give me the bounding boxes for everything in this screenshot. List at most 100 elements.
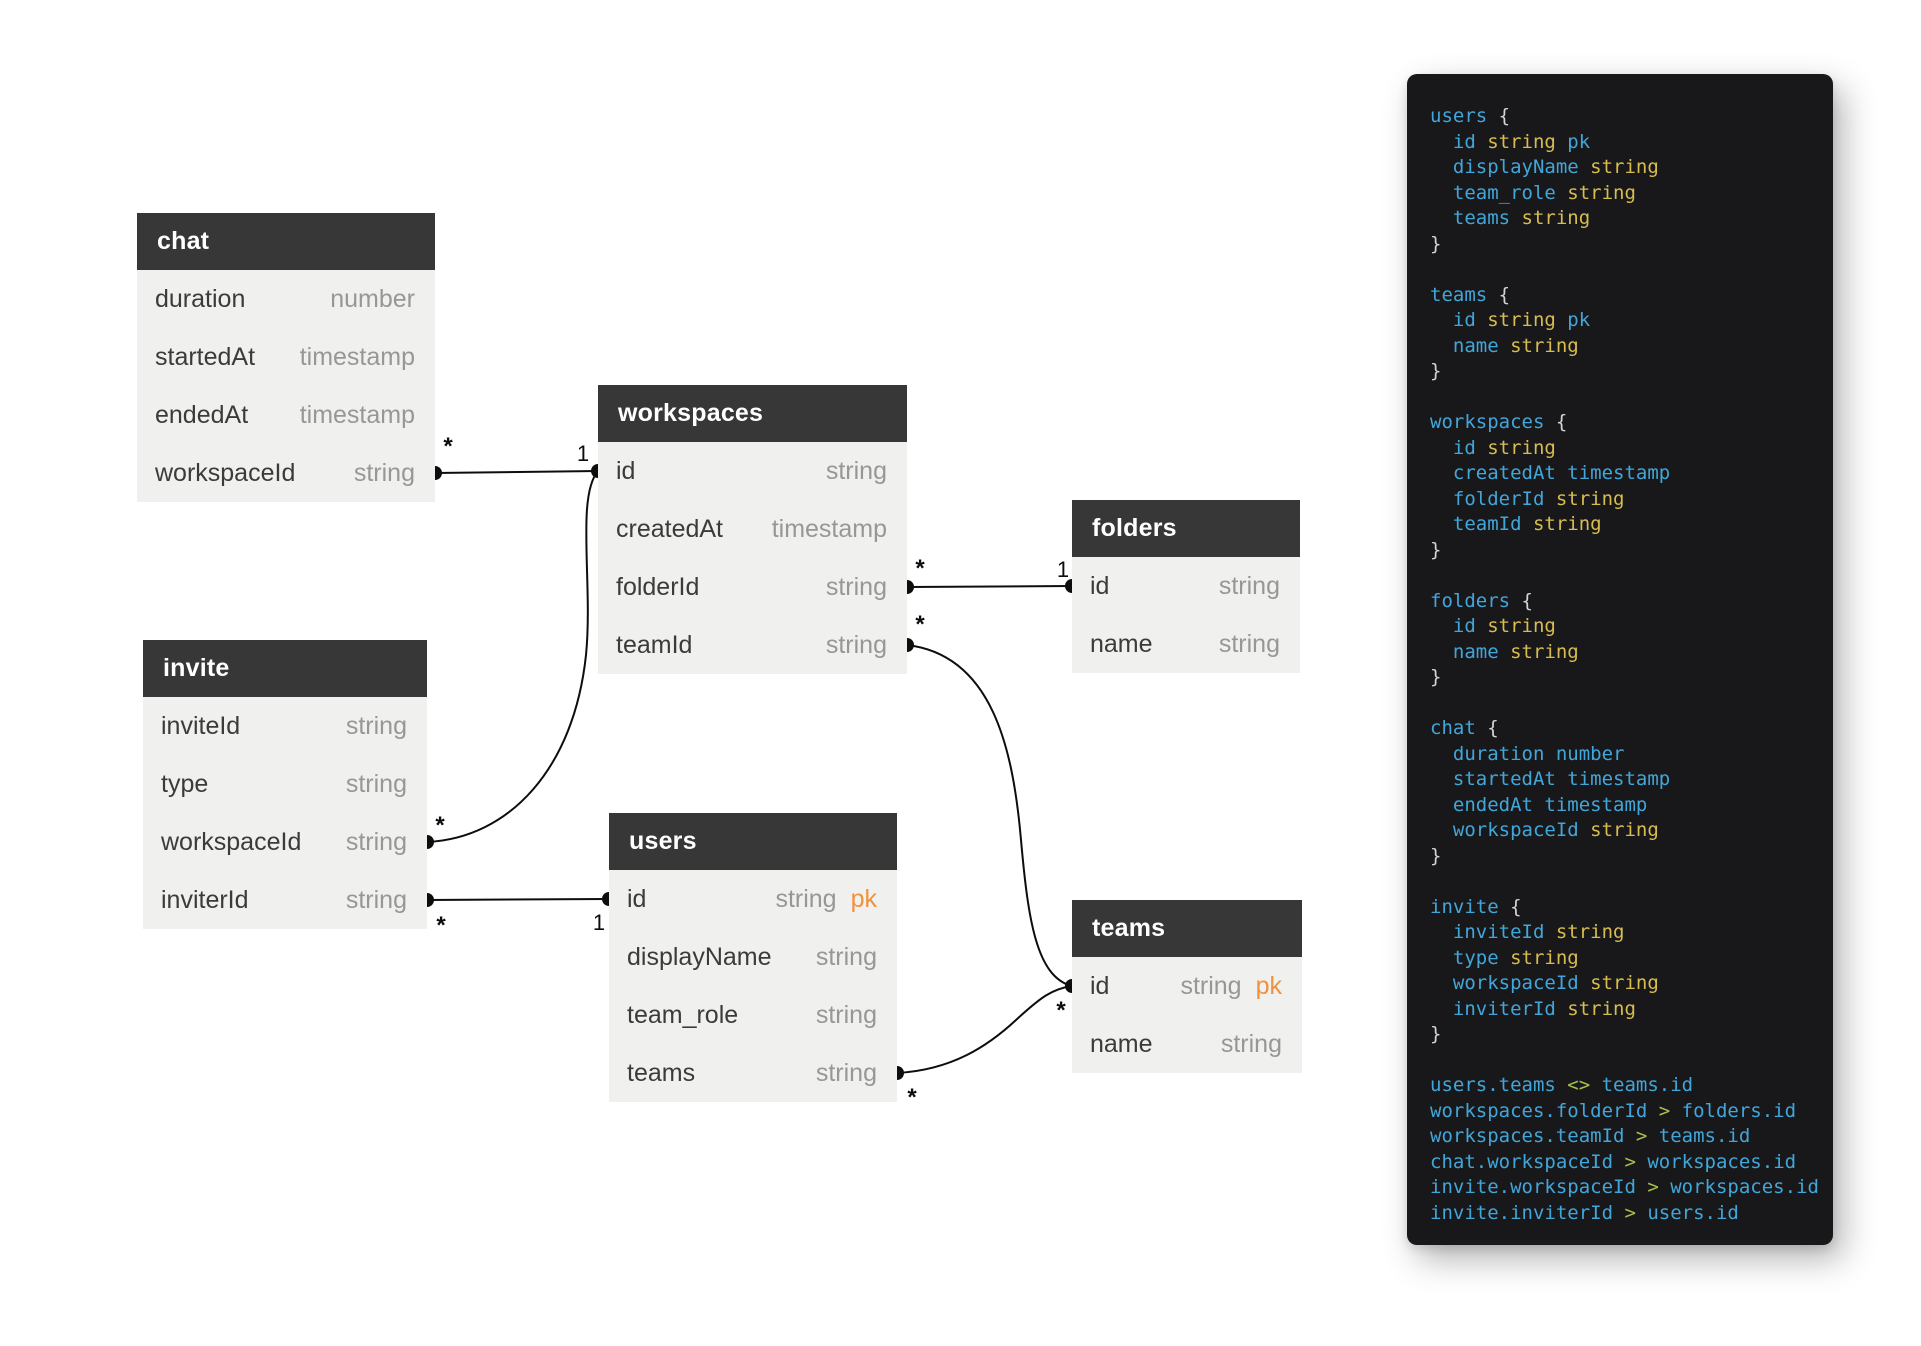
field-type: string (1218, 571, 1280, 600)
field-type-group: timestamp (772, 515, 887, 544)
field-name: id (1090, 971, 1110, 1000)
code-line: } (1430, 538, 1833, 564)
code-token: type (1430, 946, 1511, 969)
field-name: team_role (627, 1000, 739, 1029)
code-line: } (1430, 665, 1833, 691)
code-token: } (1430, 538, 1442, 561)
field-type-group: string (346, 886, 407, 915)
code-line: inviteId string (1430, 920, 1833, 946)
field-type: string (825, 572, 887, 601)
code-line: id string pk (1430, 130, 1833, 156)
code-token: string (1532, 513, 1602, 535)
field-type-group: string (354, 459, 415, 488)
code-token: pk (1555, 130, 1591, 153)
code-line: teams string (1430, 206, 1833, 232)
relation-chat-workspaces[interactable] (434, 470, 599, 474)
field-type: timestamp (299, 342, 415, 371)
code-token: inviteId (1430, 921, 1556, 943)
entity-workspaces-header[interactable]: workspaces (598, 385, 907, 442)
field-type-group: string (816, 943, 877, 972)
field-type-group: timestamp (300, 343, 415, 372)
code-token: invite.inviterId (1430, 1201, 1625, 1224)
code-line: displayName string (1430, 155, 1833, 181)
code-line: users { (1430, 104, 1833, 130)
code-token: name (1430, 334, 1511, 357)
code-token: string (1555, 487, 1625, 510)
code-line: inviterId string (1430, 997, 1833, 1023)
code-token: string (1510, 334, 1579, 357)
relation-invite-workspaces[interactable] (426, 470, 599, 843)
code-line: folderId string (1430, 487, 1833, 513)
field-type-group: string (346, 770, 407, 799)
code-line: team_role string (1430, 181, 1833, 207)
field-type: string (345, 827, 407, 856)
field-type-group: number (330, 285, 415, 314)
code-token: chat.workspaceId (1430, 1150, 1625, 1173)
field-name: id (616, 456, 636, 485)
entity-invite-header[interactable]: invite (143, 640, 427, 697)
code-token: id (1430, 309, 1488, 331)
relation-workspaces-teams[interactable] (906, 644, 1073, 987)
code-token: invite (1430, 895, 1511, 918)
entity-title: folders (1092, 514, 1177, 542)
code-line: teamId string (1430, 512, 1833, 538)
code-token: workspaces.id (1635, 1150, 1797, 1173)
code-token: } (1430, 1023, 1442, 1045)
code-line: invite.inviterId > users.id (1430, 1201, 1833, 1227)
code-token: chat (1430, 717, 1488, 739)
entity-folders-header[interactable]: folders (1072, 500, 1300, 557)
entity-users-header[interactable]: users (609, 813, 897, 870)
code-token: workspaceId (1430, 819, 1591, 841)
field-type-group: string (826, 457, 887, 486)
code-token: team_role (1430, 181, 1568, 204)
code-line: workspaces.folderId > folders.id (1430, 1099, 1833, 1125)
code-token: folderId (1430, 487, 1556, 510)
relation-users-teams[interactable] (896, 985, 1073, 1074)
code-token: > (1624, 1150, 1636, 1173)
field-type: string (815, 942, 877, 971)
schema-code-panel[interactable]: users { id string pk displayName string … (1407, 74, 1833, 1245)
field-type-group: string (826, 631, 887, 660)
field-row[interactable]: id string (598, 442, 907, 500)
field-type-group: timestamp (300, 401, 415, 430)
code-token: id (1430, 436, 1488, 459)
code-token: inviterId (1430, 997, 1568, 1020)
field-name: name (1090, 1029, 1153, 1058)
relation-workspaces-folders[interactable] (906, 585, 1073, 588)
entity-teams-header[interactable]: teams (1072, 900, 1302, 957)
code-token: workspaces (1430, 411, 1556, 433)
relation-invite-users[interactable] (426, 898, 610, 901)
code-line: id string (1430, 436, 1833, 462)
entity-chat-header[interactable]: chat (137, 213, 435, 270)
code-token: string (1590, 819, 1659, 841)
code-line (1430, 691, 1833, 717)
